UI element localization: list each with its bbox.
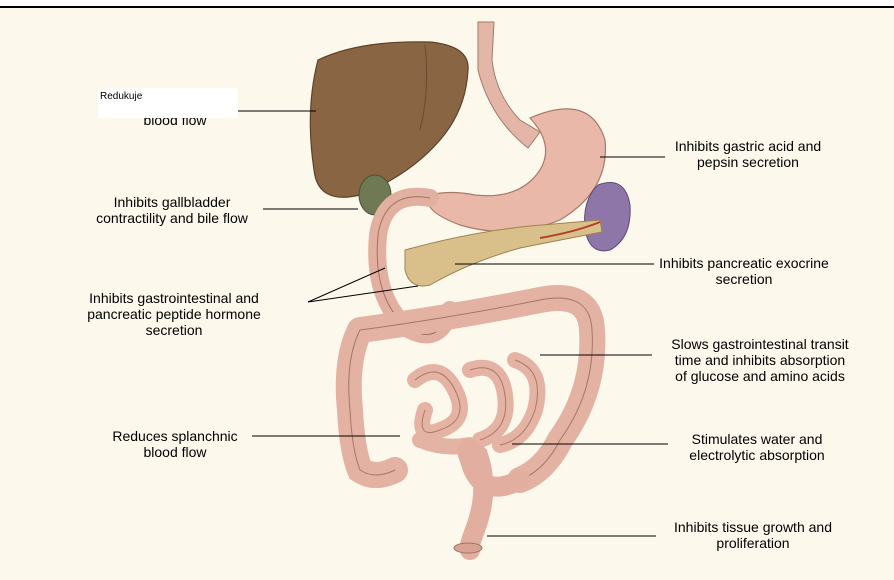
small-intestine <box>415 360 538 447</box>
label-transit: Slows gastrointestinal transit time and … <box>648 336 872 384</box>
label-water: Stimulates water and electrolytic absorp… <box>662 431 852 463</box>
pancreas <box>405 220 602 286</box>
label-tissue: Inhibits tissue growth and proliferation <box>654 519 852 551</box>
leader-gi-peptide-2 <box>308 286 418 302</box>
spleen <box>585 183 631 251</box>
liver <box>310 42 468 197</box>
esophagus <box>478 22 540 148</box>
label-pancreatic: Inhibits pancreatic exocrine secretion <box>654 255 834 287</box>
redukuje-overlay: Redukuje <box>98 88 238 118</box>
label-gallbladder: Inhibits gallbladder contractility and b… <box>72 194 272 226</box>
label-splanchnic: Reduces splanchnic blood flow <box>92 428 258 460</box>
rectum <box>467 449 520 550</box>
anus <box>454 543 482 553</box>
label-gi-peptide: Inhibits gastrointestinal and pancreatic… <box>66 290 282 338</box>
label-gastric: Inhibits gastric acid and pepsin secreti… <box>660 138 836 170</box>
overlay-text: Redukuje <box>100 91 142 102</box>
